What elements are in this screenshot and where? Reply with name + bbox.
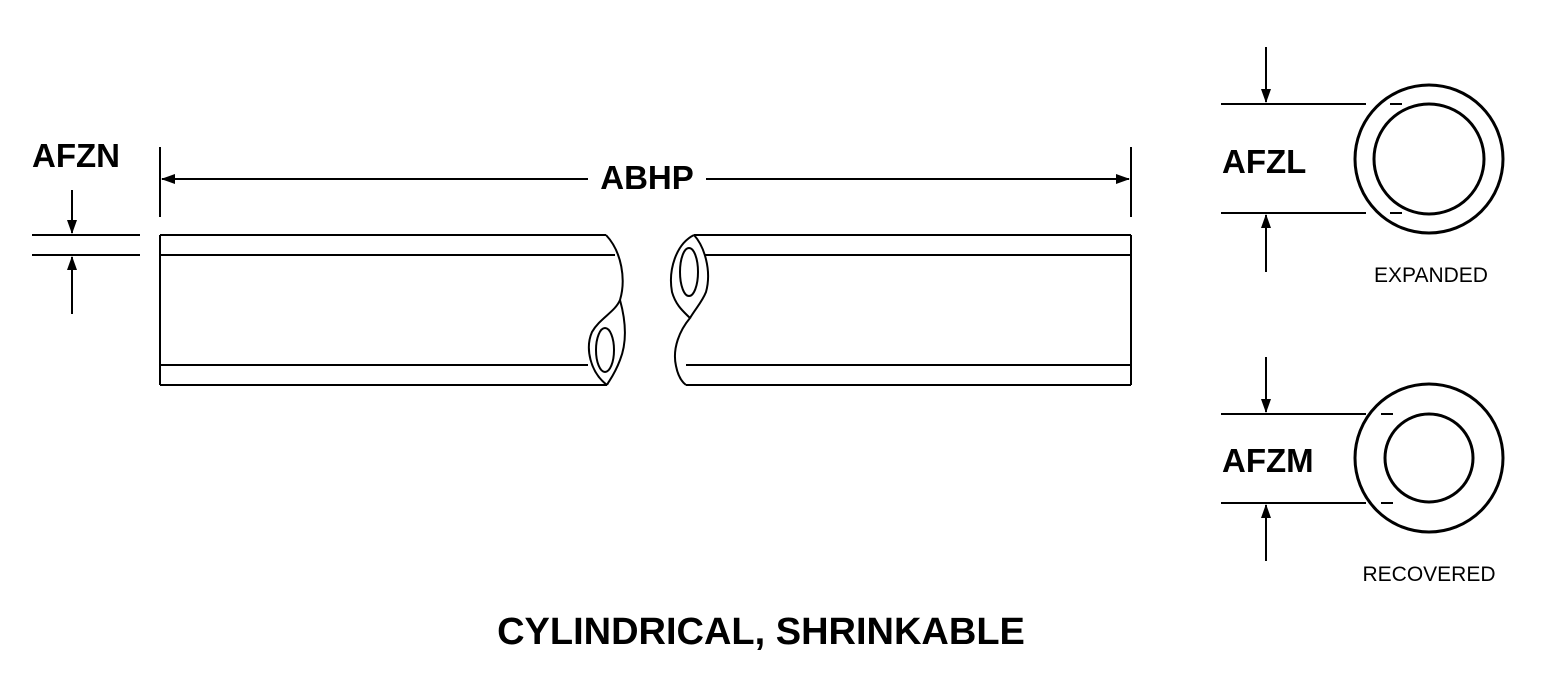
wall-thickness-label: AFZN bbox=[32, 137, 120, 174]
expanded-id-label: AFZL bbox=[1222, 143, 1306, 180]
recovered-id-label: AFZM bbox=[1222, 442, 1314, 479]
recovered-caption: RECOVERED bbox=[1362, 563, 1495, 586]
recovered-cross-section: AFZM RECOVERED bbox=[1221, 357, 1505, 586]
wall-thickness-dimension: AFZN bbox=[32, 137, 140, 314]
tube-left-section bbox=[159, 234, 626, 386]
expanded-cross-section: AFZL EXPANDED bbox=[1221, 47, 1505, 287]
diagram-title: CYLINDRICAL, SHRINKABLE bbox=[497, 611, 1025, 653]
expanded-caption: EXPANDED bbox=[1374, 264, 1488, 287]
length-dimension: ABHP bbox=[159, 147, 1132, 217]
tube-right-section bbox=[670, 234, 1132, 386]
length-label: ABHP bbox=[600, 159, 694, 196]
